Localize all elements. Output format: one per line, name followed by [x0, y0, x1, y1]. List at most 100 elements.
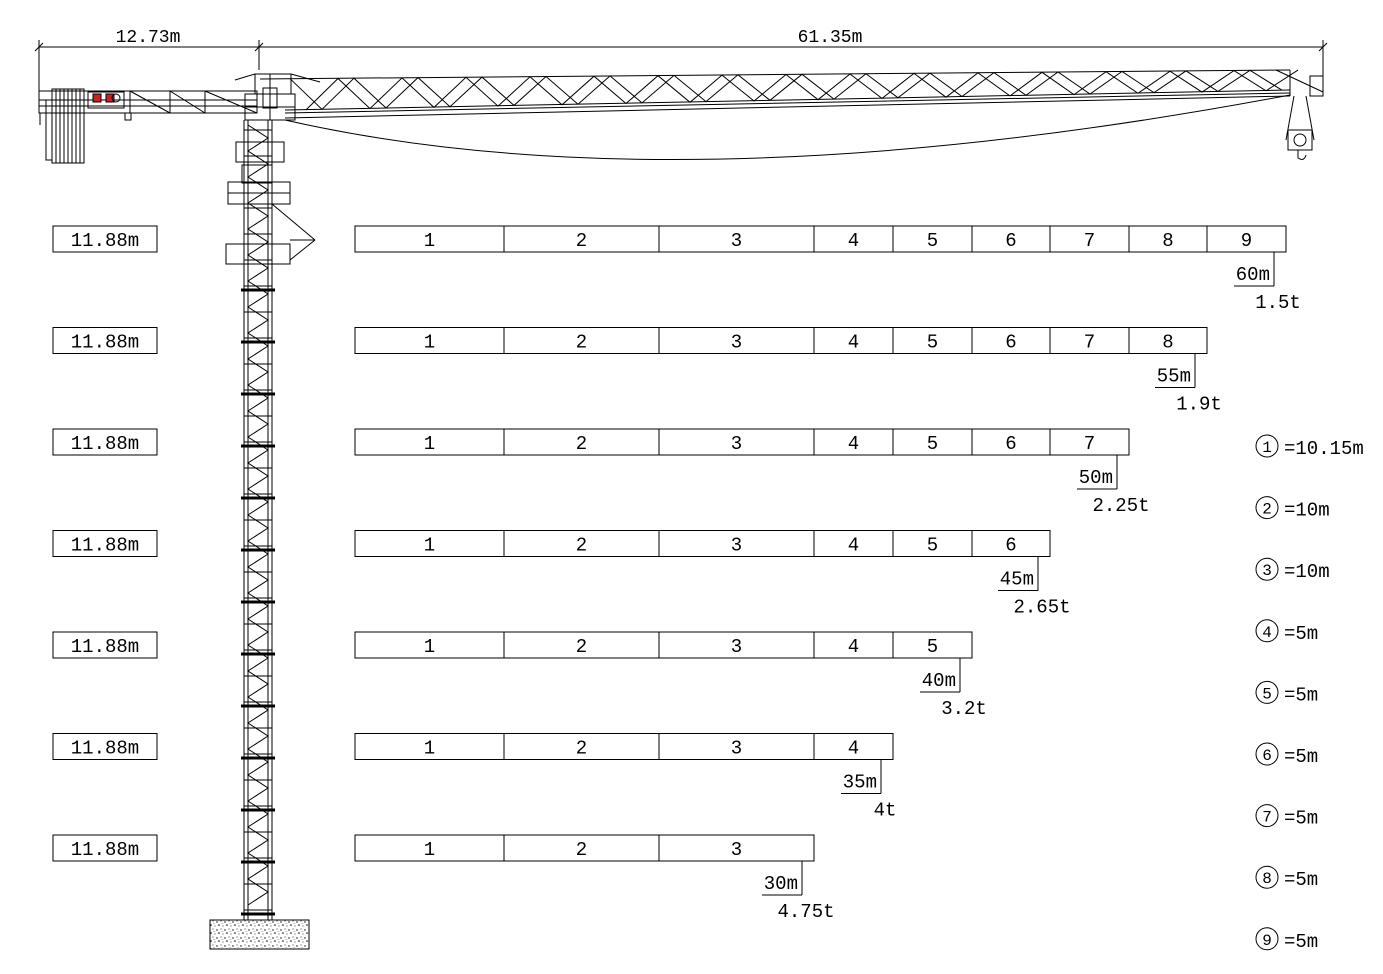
jib-section-number: 4: [848, 535, 859, 557]
hook-block: [1285, 95, 1315, 160]
dimension-line: [34, 40, 1328, 92]
tip-load-label: 2.25t: [1092, 495, 1149, 517]
foundation: [209, 919, 310, 950]
counter-jib-length-box: [52, 530, 158, 557]
legend-number: 6: [1262, 747, 1272, 765]
counter-jib-length-box: [52, 631, 158, 659]
legend-number: 8: [1262, 870, 1272, 888]
working-radius-label: 35m: [843, 772, 877, 794]
legend-number-circle: [1255, 804, 1279, 828]
jib-section-number: 4: [848, 230, 859, 252]
working-radius-label: 40m: [922, 670, 956, 692]
jib-section-number: 5: [927, 230, 938, 252]
legend-number-circle: [1255, 865, 1279, 889]
counter-jib-length-label: 11.88m: [71, 636, 139, 658]
jib-section-box: [813, 733, 894, 760]
legend-number: 4: [1262, 624, 1272, 642]
jib-section-number: 6: [1005, 433, 1016, 455]
counter-jib-dimension: 12.73m: [116, 28, 181, 48]
legend-number: 7: [1262, 809, 1272, 827]
legend-number-circle: [1255, 927, 1279, 951]
legend-length-text: =10.15m: [1284, 438, 1364, 460]
tip-load-label: 1.5t: [1255, 292, 1301, 314]
jib-section-number: 2: [576, 332, 587, 354]
jib-section-box: [1049, 428, 1130, 456]
jib-section-number: 6: [1005, 332, 1016, 354]
jib-section-number: 3: [731, 433, 742, 455]
tip-load-label: 4t: [874, 800, 897, 822]
jib-section-number: 5: [927, 332, 938, 354]
jib-section-box: [971, 530, 1051, 557]
counter-jib-length-box: [52, 225, 158, 253]
legend-number-circle: [1255, 619, 1279, 643]
jib: [259, 69, 1324, 161]
jib-section-number: 7: [1084, 433, 1095, 455]
counter-jib-length-box: [52, 733, 158, 760]
legend-number: 9: [1262, 932, 1272, 950]
jib-section-number: 2: [576, 839, 587, 861]
jib-section-number: 4: [848, 332, 859, 354]
jib-section-number: 1: [424, 332, 435, 354]
jib-section-number: 1: [424, 230, 435, 252]
jib-section-number: 4: [848, 433, 859, 455]
jib-section-number: 1: [424, 636, 435, 658]
jib-section-number: 8: [1162, 332, 1173, 354]
legend-number: 3: [1262, 562, 1272, 580]
jib-section-box: [1206, 225, 1287, 253]
counter-jib-length-box: [52, 327, 158, 354]
legend-length-text: =5m: [1284, 869, 1318, 891]
jib-dimension: 61.35m: [798, 28, 863, 48]
jib-section-number: 2: [576, 230, 587, 252]
legend-number-circle: [1255, 496, 1279, 520]
jib-section-number: 3: [731, 230, 742, 252]
legend-number: 5: [1262, 685, 1272, 703]
legend-length-text: =5m: [1284, 808, 1318, 830]
slewing-unit: [234, 73, 321, 121]
jib-section-box: [892, 631, 973, 659]
jib-section-number: 8: [1162, 230, 1173, 252]
hoist-winch: [87, 91, 125, 109]
jib-section-number: 3: [731, 738, 742, 760]
counter-jib-length-box: [52, 834, 158, 862]
legend-length-text: =5m: [1284, 931, 1318, 953]
jib-section-number: 4: [848, 738, 859, 760]
legend-length-text: =5m: [1284, 684, 1318, 706]
legend-number: 1: [1262, 439, 1272, 457]
jib-section-box: [658, 834, 815, 862]
legend-length-text: =5m: [1284, 746, 1318, 768]
jib-section-number: 1: [424, 433, 435, 455]
counterweight-block: [45, 88, 85, 164]
jib-section-number: 7: [1084, 332, 1095, 354]
counter-jib-length-label: 11.88m: [71, 839, 139, 861]
jib-section-number: 5: [927, 535, 938, 557]
counter-jib-length-box: [52, 428, 158, 456]
jib-section-number: 1: [424, 839, 435, 861]
legend-number-circle: [1255, 680, 1279, 704]
jib-section-number: 2: [576, 636, 587, 658]
jib-section-number: 5: [927, 433, 938, 455]
legend-number-circle: [1255, 557, 1279, 581]
jib-section-number: 6: [1005, 230, 1016, 252]
jib-section-number: 1: [424, 738, 435, 760]
counter-jib-length-label: 11.88m: [71, 230, 139, 252]
jib-section-number: 2: [576, 433, 587, 455]
legend-number-circle: [1255, 434, 1279, 458]
jib-section-number: 3: [731, 636, 742, 658]
jib-section-number: 3: [731, 839, 742, 861]
jib-section-number: 5: [927, 636, 938, 658]
jib-section-number: 2: [576, 738, 587, 760]
jib-section-box: [1128, 327, 1208, 354]
tower-mast: [225, 120, 316, 920]
section-length-legend: 1=10.15m2=10m3=10m4=5m5=5m6=5m7=5m8=5m9=…: [1255, 434, 1364, 953]
jib-section-number: 7: [1084, 230, 1095, 252]
jib-section-number: 3: [731, 332, 742, 354]
jib-section-number: 2: [576, 535, 587, 557]
counter-jib-length-label: 11.88m: [71, 738, 139, 760]
counter-jib-length-label: 11.88m: [71, 433, 139, 455]
legend-length-text: =10m: [1284, 500, 1330, 522]
legend-length-text: =10m: [1284, 561, 1330, 583]
jib-section-number: 4: [848, 636, 859, 658]
jib-section-number: 9: [1241, 230, 1252, 252]
working-radius-label: 45m: [1000, 569, 1034, 591]
